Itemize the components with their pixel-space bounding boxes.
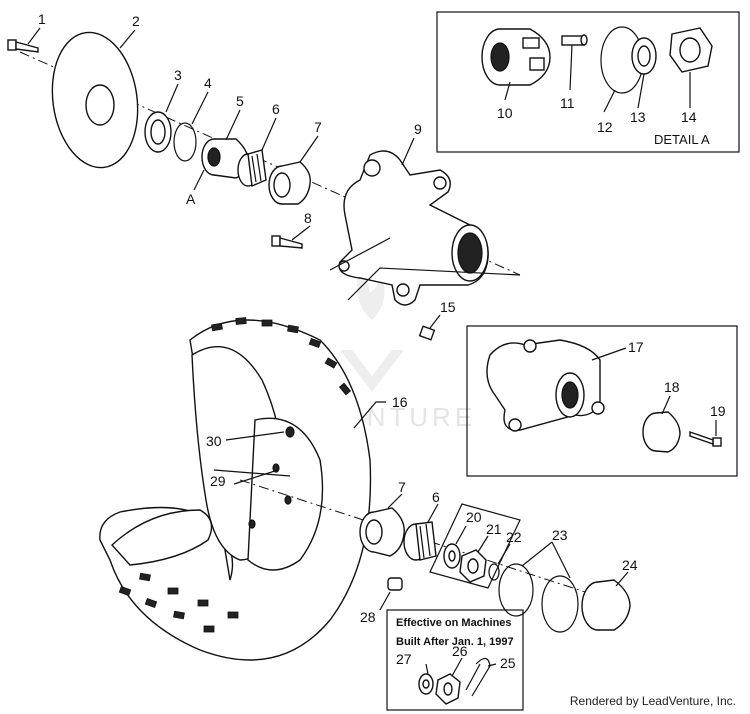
callout-9: 9 [414,121,422,137]
group-bracket [429,503,521,589]
callout-22: 22 [506,529,522,545]
part-4-ring [173,122,197,162]
part-16-tire [99,317,372,661]
callout-6: 6 [272,101,280,117]
callout-15: 15 [440,299,456,315]
effective-box: Effective on Machines Built After Jan. 1… [386,609,524,711]
callout-19: 19 [710,403,726,419]
callout-2: 2 [132,13,140,29]
callout-6-lower: 6 [432,489,440,505]
part-2-brake-disc [51,31,139,169]
part-1-bolt [7,39,39,53]
callout-17: 17 [628,339,644,355]
render-credit: Rendered by LeadVenture, Inc. [569,694,736,708]
part-13-washer [631,37,657,75]
part-28-nut [387,577,403,591]
part-20-washer [443,543,461,569]
callout-5: 5 [236,93,244,109]
callout-8: 8 [304,210,312,226]
callout-28: 28 [360,609,376,625]
alt-hub-box: 17 18 19 [466,325,738,477]
effective-line2: Built After Jan. 1, 1997 [396,636,514,648]
part-27-washer [418,673,434,695]
detail-a-box: 10 11 12 13 14 DETAIL A [436,11,740,153]
callout-13: 13 [630,109,646,125]
part-26-nut [435,673,461,705]
callout-21: 21 [486,521,502,537]
part-7-race-upper [268,161,311,205]
part-6-bearing-upper [237,149,267,188]
part-11-pin [561,34,588,46]
part-14-nut [669,27,713,73]
part-17-hub [486,339,605,432]
part-9-hub [329,150,489,306]
part-3-seal [144,111,172,153]
callout-25: 25 [500,655,516,671]
callout-7: 7 [314,119,322,135]
callout-12: 12 [597,119,613,135]
callout-29: 29 [210,473,226,489]
part-23-rings [498,563,579,633]
callout-24: 24 [622,557,638,573]
assembly-ref-a: A [186,191,196,207]
part-15-nut [418,325,436,341]
callout-23: 23 [552,527,568,543]
part-19-bolt [689,431,722,447]
callout-26: 26 [452,643,468,659]
callout-10: 10 [497,105,513,121]
callout-18: 18 [664,379,680,395]
part-7-race-lower [359,507,405,557]
part-25-cotter-pin [465,657,491,697]
effective-line1: Effective on Machines [396,617,512,629]
callout-20: 20 [466,509,482,525]
callout-7-lower: 7 [398,479,406,495]
callout-14: 14 [681,109,697,125]
callout-1: 1 [38,11,46,27]
part-8-bolt [271,235,303,249]
part-22-ring [488,563,500,581]
part-24-cap [581,579,631,631]
part-6-bearing-lower [403,521,437,561]
part-10-sleeve [481,28,551,86]
callout-16: 16 [392,394,408,410]
callout-11: 11 [560,95,575,111]
callout-30: 30 [206,433,222,449]
callout-27: 27 [396,651,412,667]
detail-a-title: DETAIL A [654,132,710,147]
callout-3: 3 [174,67,182,83]
part-21-nut [459,549,487,583]
part-18-cap [642,411,681,453]
callout-4: 4 [204,75,212,91]
